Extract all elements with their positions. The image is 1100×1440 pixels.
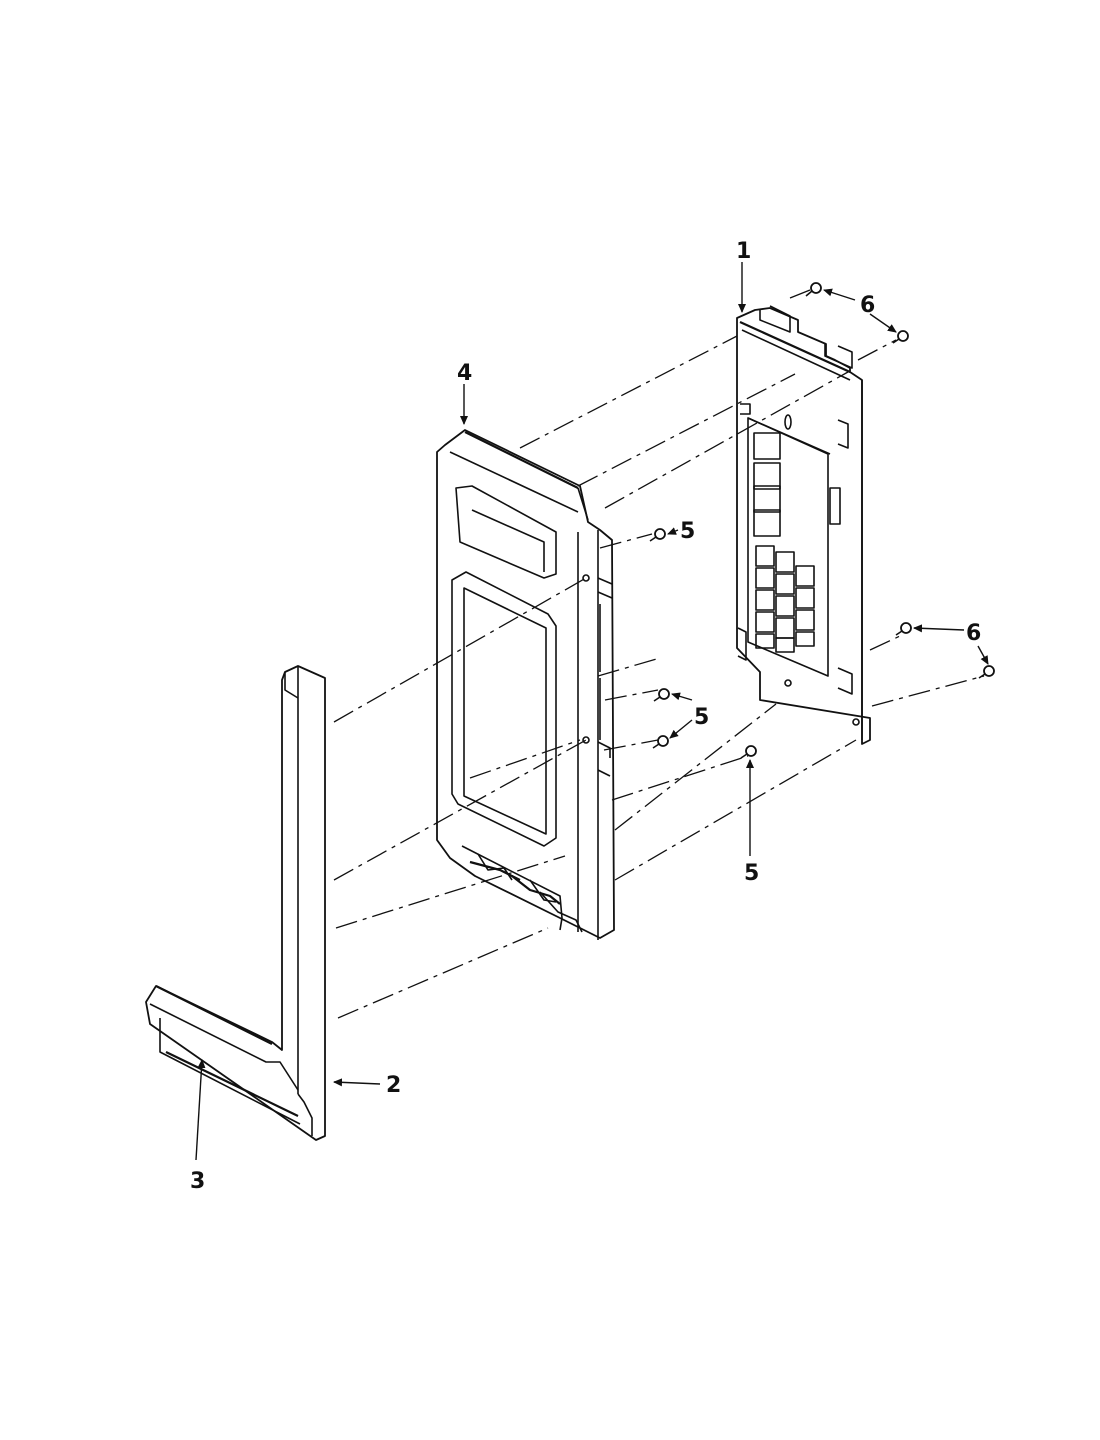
screw-6-top-left [805, 282, 822, 297]
label-part-3: 3 [190, 1169, 205, 1194]
label-part-1: 1 [736, 239, 751, 264]
label-part-2: 2 [386, 1073, 401, 1098]
side-trim [145, 665, 326, 1141]
label-screw-5-upper: 5 [680, 519, 695, 544]
keypad-grid [755, 545, 815, 653]
screws [649, 282, 995, 759]
callout-labels: 1 4 6 5 5 5 6 2 3 [190, 239, 981, 1194]
screw-5-mid-b [652, 735, 669, 749]
label-screw-5-middle: 5 [694, 705, 709, 730]
screw-6-right-b [978, 665, 995, 679]
screw-5-upper [649, 528, 666, 542]
alignment-lines [333, 289, 985, 1019]
screw-6-right-a [895, 622, 912, 636]
label-screw-6-top: 6 [860, 293, 875, 318]
control-panel-face [436, 429, 615, 940]
screw-5-mid-a [653, 688, 670, 702]
control-panel-bracket [736, 305, 871, 745]
label-part-4: 4 [457, 361, 472, 386]
label-screw-6-right: 6 [966, 621, 981, 646]
screw-5-lower [740, 745, 757, 759]
leader-lines [195, 262, 989, 1161]
label-screw-5-lower: 5 [744, 861, 759, 886]
screw-6-top-right [892, 330, 909, 344]
